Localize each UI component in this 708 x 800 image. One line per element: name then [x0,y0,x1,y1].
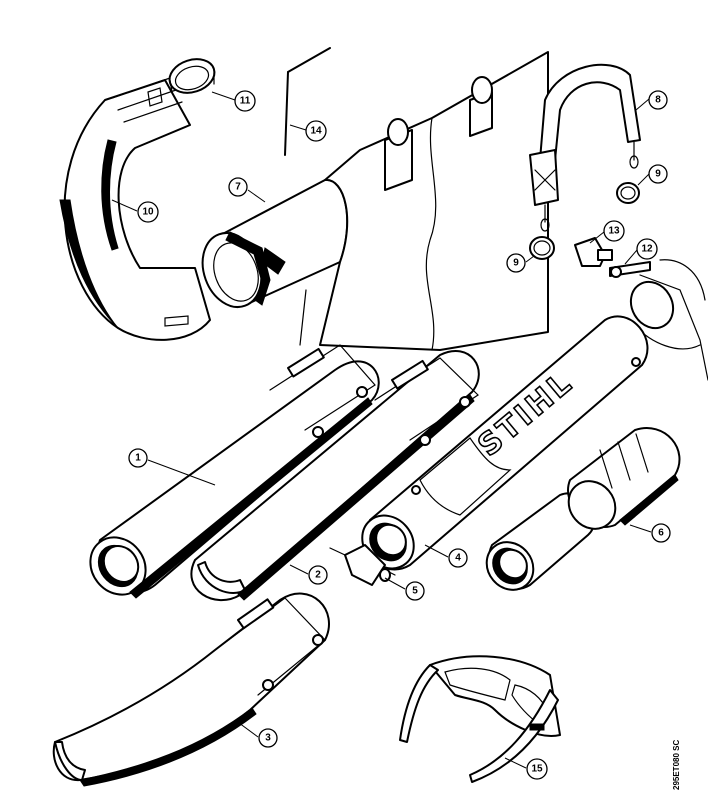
callout-11-label: 11 [240,96,251,107]
callout-4: 4 [448,548,468,568]
callout-8: 8 [648,90,668,110]
callout-7-label: 7 [235,182,241,193]
part-6-short-tube-set[interactable] [477,427,681,599]
callout-5: 5 [405,581,425,601]
part-8-harness-strap[interactable] [529,63,641,232]
callout-leaders [111,91,652,769]
callout-9a-label: 9 [655,169,661,180]
callout-7: 7 [228,177,248,197]
callout-4-label: 4 [455,553,461,564]
callout-14-label: 14 [310,126,322,137]
engine-housing-fragment [629,259,708,381]
callout-15: 15 [526,758,548,780]
part-14-hanger-wire[interactable] [284,47,331,156]
part-9-retaining-ring-b[interactable] [529,236,555,260]
callout-9b-label: 9 [513,258,519,269]
callout-10-label: 10 [142,207,154,218]
callout-12: 12 [636,238,658,260]
part-12-throttle-rod[interactable] [609,261,651,278]
part-5-tube-clip[interactable] [329,544,396,586]
callout-2-label: 2 [315,570,321,581]
callout-1-label: 1 [135,453,141,464]
callout-13-label: 13 [608,226,620,237]
callout-15-label: 15 [531,764,543,775]
callout-1: 1 [128,448,148,468]
callout-9b: 9 [506,253,526,273]
part-9-retaining-ring-a[interactable] [616,182,640,204]
callout-6: 6 [651,523,671,543]
part-13-locking-knob[interactable] [574,237,613,267]
part-1-blower-tube-round[interactable] [79,344,380,606]
callout-6-label: 6 [658,528,664,539]
document-code: 295ET080 SC [672,739,681,790]
callout-12-label: 12 [641,244,653,255]
hanger-tabs [384,76,493,191]
callout-11: 11 [234,90,256,112]
callout-5-label: 5 [412,586,418,597]
part-10-elbow-hose[interactable] [59,77,211,341]
callout-2: 2 [308,565,328,585]
callout-8-label: 8 [655,95,661,106]
part-11-hose-ring[interactable] [165,54,219,99]
part-3-wide-flat-nozzle[interactable] [52,592,330,787]
callout-14: 14 [305,120,327,142]
callout-10: 10 [137,201,159,223]
part-15-safety-glasses[interactable] [399,655,561,783]
callout-3: 3 [258,728,278,748]
part-2-flat-nozzle-tube[interactable] [190,349,480,601]
callout-9a: 9 [648,164,668,184]
callout-13: 13 [603,220,625,242]
callout-3-label: 3 [265,733,271,744]
